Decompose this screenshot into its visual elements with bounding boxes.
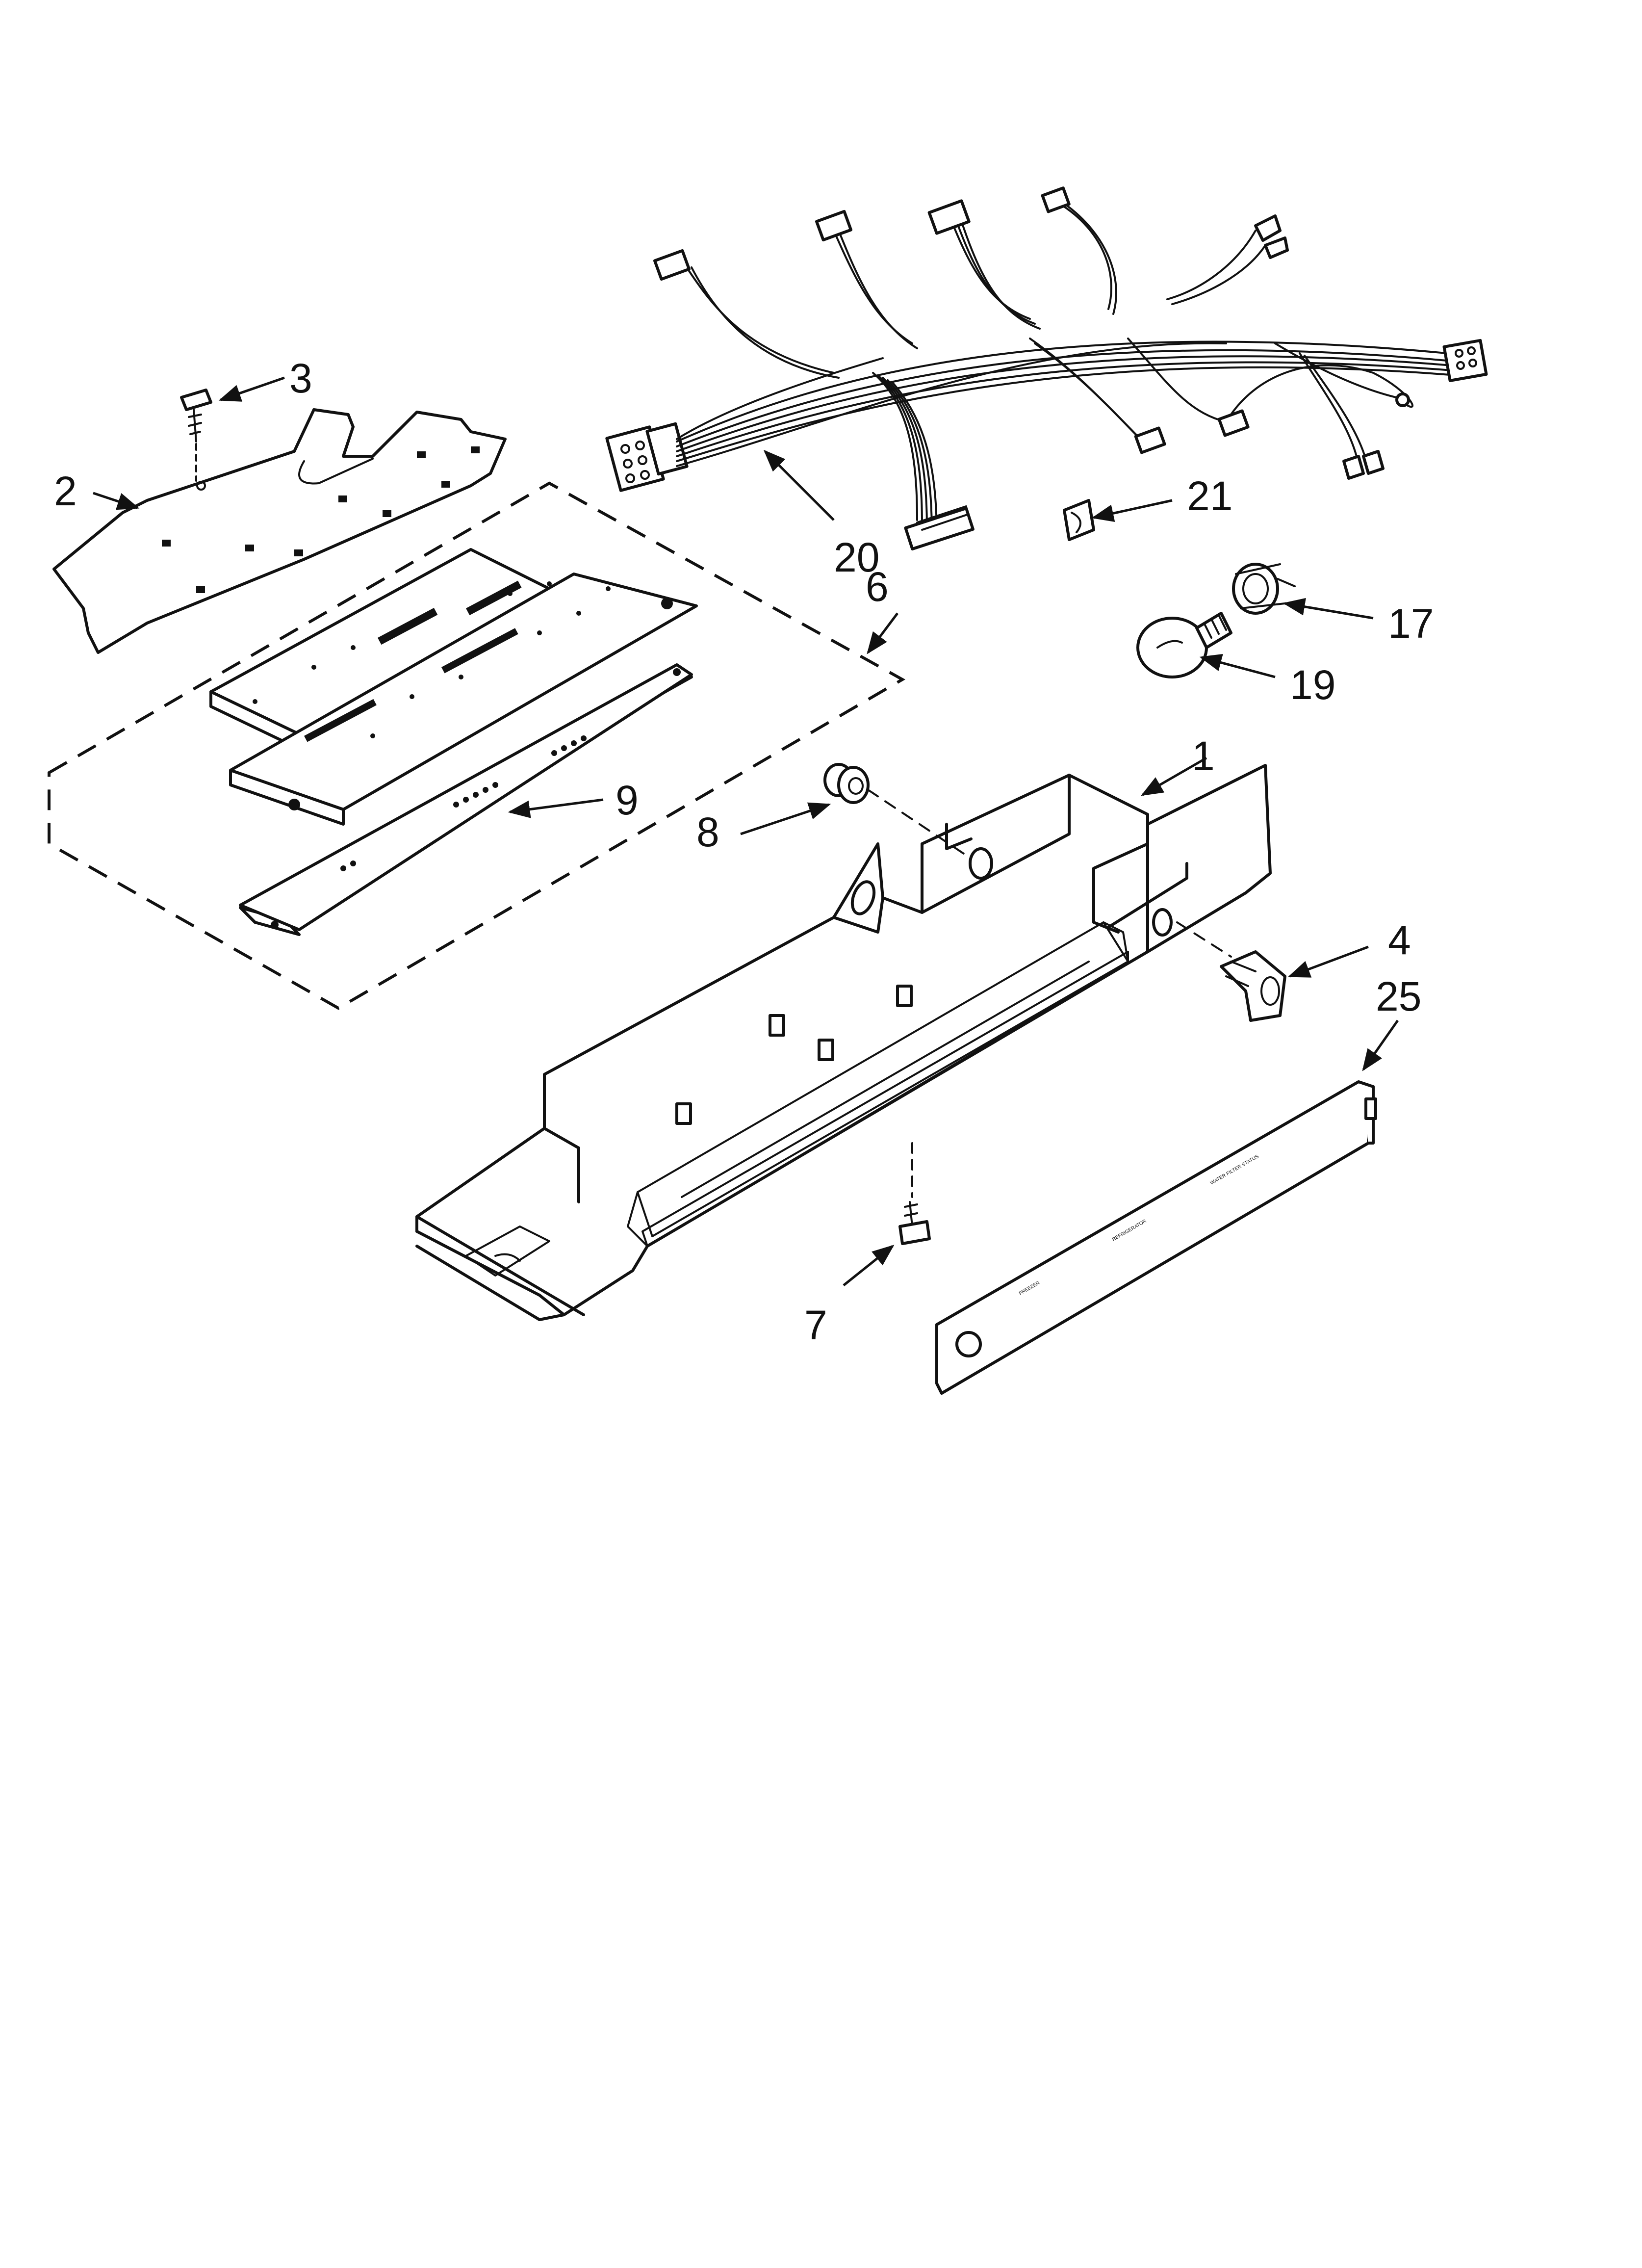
callout-2: 2 — [54, 468, 77, 514]
grommet-8-icon — [823, 763, 987, 869]
control-board-assembly-outline — [48, 481, 906, 1010]
callout-8: 8 — [696, 809, 719, 855]
control-overlay-panel: FREEZER REFRIGERATOR WATER FILTER STATUS — [935, 1080, 1377, 1395]
callout-19: 19 — [1290, 662, 1335, 708]
clip-4-icon — [1220, 950, 1286, 1022]
lamp-socket-17-icon — [1232, 563, 1296, 615]
callout-17: 17 — [1388, 600, 1434, 647]
callout-9: 9 — [616, 777, 639, 823]
mounting-plate — [52, 408, 507, 654]
control-board-lower — [239, 663, 693, 936]
callout-7: 7 — [804, 1302, 827, 1348]
control-housing — [415, 764, 1272, 1321]
screw-7-icon — [898, 1142, 931, 1245]
connector-clip-21-icon — [1063, 499, 1095, 541]
callout-21: 21 — [1187, 473, 1232, 519]
callout-20: 20 — [834, 534, 879, 580]
light-bulb-19-icon — [1136, 612, 1232, 678]
wire-harness — [605, 186, 1488, 550]
callout-1: 1 — [1192, 733, 1215, 779]
screw-3-icon — [180, 389, 212, 482]
callout-6: 6 — [866, 564, 889, 610]
callout-25: 25 — [1376, 973, 1421, 1019]
callout-4: 4 — [1388, 917, 1411, 963]
callout-leaders — [93, 376, 1399, 1286]
control-board-upper — [209, 548, 698, 826]
callout-3: 3 — [289, 355, 312, 401]
